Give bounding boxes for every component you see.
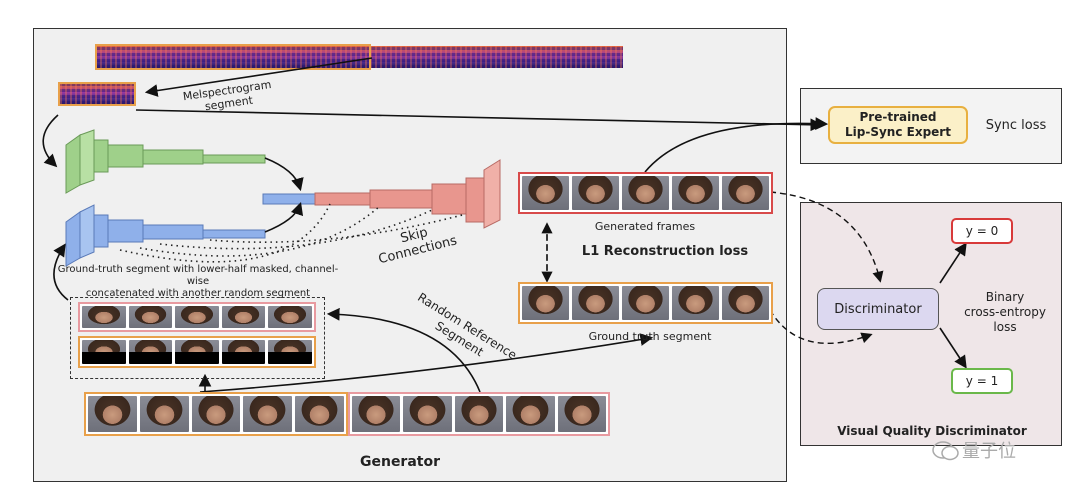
- frame: [352, 396, 401, 432]
- y0-box: y = 0: [951, 218, 1013, 244]
- video-strip-pink: [348, 392, 610, 436]
- bottleneck-block: [262, 193, 316, 205]
- bce-loss-label: Binary cross-entropy loss: [964, 290, 1046, 334]
- face-encoder: [65, 204, 266, 267]
- frame: [139, 396, 189, 432]
- l1-loss-label: L1 Reconstruction loss: [581, 244, 749, 259]
- frame: [243, 396, 293, 432]
- masked-frame: [221, 340, 266, 364]
- frame: [82, 306, 126, 328]
- frame: [88, 396, 137, 432]
- frame: [191, 396, 241, 432]
- masked-frame: [82, 340, 126, 364]
- frame: [522, 286, 569, 320]
- frame: [622, 286, 669, 320]
- frame: [672, 176, 719, 210]
- masked-frame: [268, 340, 312, 364]
- ground-truth-segment-label: Ground truth segment: [588, 330, 712, 343]
- frame: [722, 176, 769, 210]
- frame: [403, 396, 452, 432]
- frame: [454, 396, 504, 432]
- ground-truth-strip: [518, 282, 773, 324]
- frame: [557, 396, 607, 432]
- discriminator-box: Discriminator: [817, 288, 939, 330]
- full-melspectrogram: [95, 46, 623, 68]
- frame: [295, 396, 344, 432]
- sync-loss-label: Sync loss: [985, 118, 1047, 133]
- generator-label: Generator: [359, 454, 440, 470]
- frame: [175, 306, 219, 328]
- masked-frame: [175, 340, 219, 364]
- frame: [522, 176, 569, 210]
- generated-frames-label: Generated frames: [594, 220, 696, 233]
- vq-discriminator-label: Visual Quality Discriminator: [837, 424, 1027, 438]
- frame: [506, 396, 555, 432]
- melspectrogram-segment: [58, 82, 136, 106]
- masked-frame: [128, 340, 173, 364]
- frame: [622, 176, 669, 210]
- frame: [268, 306, 312, 328]
- generated-frames-strip: [518, 172, 773, 214]
- frame: [221, 306, 266, 328]
- audio-encoder: [65, 129, 266, 194]
- wechat-logo-icon: [932, 440, 960, 462]
- face-decoder: [314, 159, 501, 229]
- frame: [722, 286, 769, 320]
- masked-frames-strip: [78, 336, 316, 368]
- mel-highlight-box: [95, 44, 371, 70]
- reference-frames-strip: [78, 302, 316, 332]
- frame: [128, 306, 173, 328]
- y1-box: y = 1: [951, 368, 1013, 394]
- frame: [572, 176, 619, 210]
- frame: [572, 286, 619, 320]
- masked-input-dashed-box: [70, 297, 325, 379]
- video-strip-orange: [84, 392, 348, 436]
- lip-sync-expert-box: Pre-trained Lip-Sync Expert: [828, 106, 968, 144]
- frame: [672, 286, 719, 320]
- watermark-text: 量子位: [962, 441, 1016, 462]
- ground-truth-masked-label: Ground-truth segment with lower-half mas…: [57, 264, 339, 299]
